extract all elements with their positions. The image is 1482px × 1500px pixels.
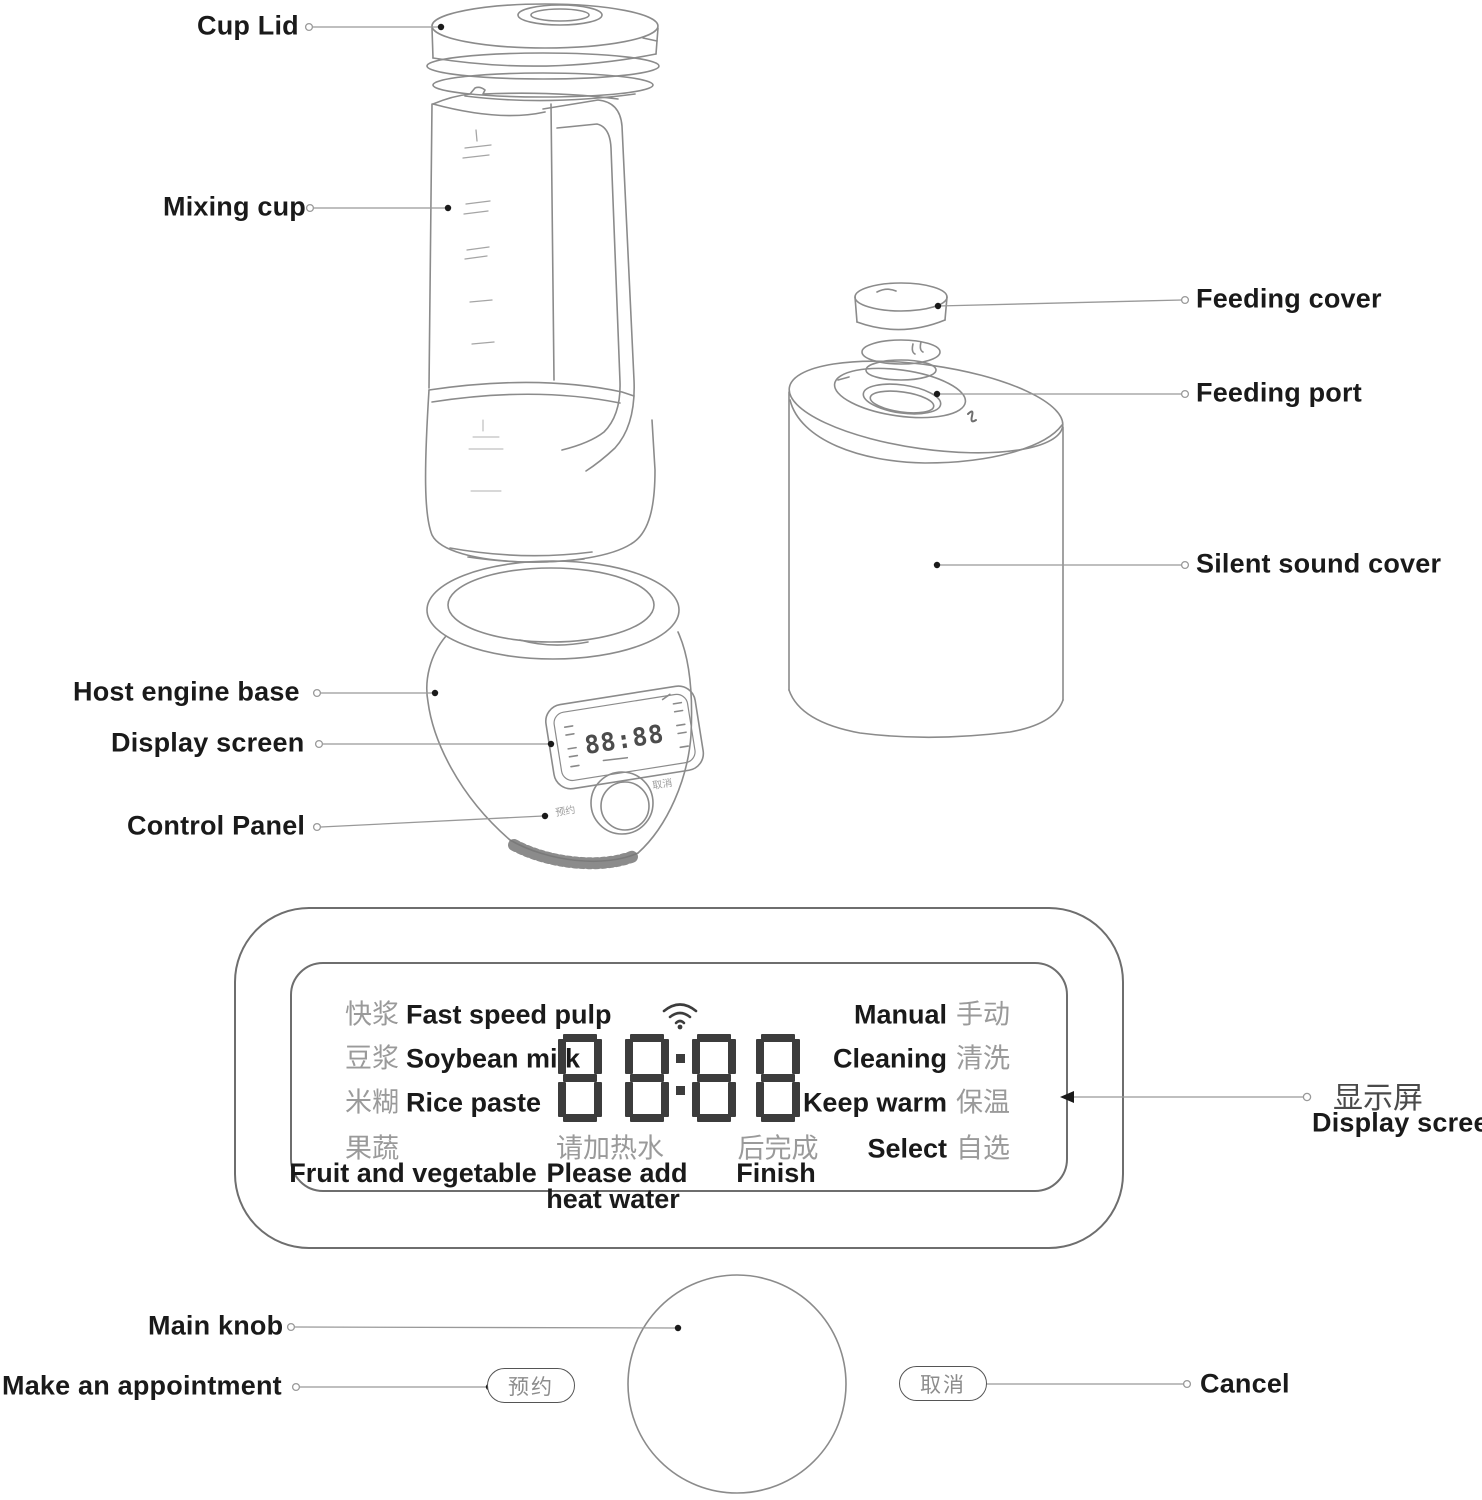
panel-mode-select: Select 自选 <box>867 1127 1010 1166</box>
panel-note-add-water-cn: 请加热水 <box>556 1133 664 1164</box>
silent-sound-cover-drawing <box>788 360 1064 739</box>
label-control-panel: Control Panel <box>127 810 306 841</box>
panel-mode-fruit-veg-cn: 果蔬 <box>345 1133 399 1164</box>
panel-mode-cn: 豆浆 <box>345 1043 399 1074</box>
panel-mode-en: Soybean milk <box>406 1043 581 1074</box>
base-hatch-texture <box>508 839 640 870</box>
panel-mode-cn: 清洗 <box>956 1043 1010 1074</box>
label-cancel: Cancel <box>1200 1368 1290 1399</box>
cancel-button-label: 取消 <box>920 1373 966 1397</box>
label-feeding-cover: Feeding cover <box>1196 283 1382 314</box>
panel-note-finish-en: Finish <box>736 1157 816 1188</box>
panel-note-finish-cn: 后完成 <box>737 1133 819 1164</box>
base-knob-drawing <box>590 771 654 835</box>
panel-mode-en: Cleaning <box>832 1043 947 1074</box>
appointment-button-label: 预约 <box>508 1375 554 1399</box>
base-appointment-mark: 预约 <box>554 803 576 819</box>
panel-mode-cleaning: Cleaning 清洗 <box>833 1037 1010 1076</box>
label-mixing-cup: Mixing cup <box>163 191 306 222</box>
label-cup-lid: Cup Lid <box>197 10 299 41</box>
label-host-engine-base: Host engine base <box>73 676 300 707</box>
label-silent-sound-cover: Silent sound cover <box>1196 548 1442 579</box>
label-display-screen: Display screen <box>111 727 305 758</box>
wifi-icon <box>662 1003 698 1030</box>
port-s-mark <box>967 410 977 423</box>
main-knob-drawing <box>627 1274 847 1494</box>
panel-mode-fruit-veg-en: Fruit and vegetable <box>289 1157 537 1188</box>
panel-note-add-water-en1: Please add <box>546 1157 688 1188</box>
base-display-drawing: 88:88 <box>545 685 705 790</box>
panel-mode-en: Rice paste <box>406 1087 542 1118</box>
label-display-screen-panel-en: Display screen <box>1312 1107 1482 1138</box>
panel-mode-manual: Manual 手动 <box>854 993 1010 1032</box>
leader-lines <box>286 22 1312 1392</box>
panel-mode-cn: 保温 <box>956 1087 1010 1118</box>
label-feeding-port: Feeding port <box>1196 377 1362 408</box>
panel-mode-en: Select <box>867 1133 947 1164</box>
panel-mode-cn: 米糊 <box>345 1087 399 1118</box>
cup-lid-drawing <box>426 3 660 102</box>
display-panel-outline <box>234 907 1124 1249</box>
label-make-appointment: Make an appointment <box>2 1370 282 1401</box>
panel-time-display <box>558 1034 800 1122</box>
panel-mode-cn: 快浆 <box>345 999 399 1030</box>
base-cancel-mark: 取消 <box>651 776 673 792</box>
panel-mode-keep-warm: Keep warm 保温 <box>803 1081 1010 1120</box>
feeding-cover-drawing <box>854 282 948 381</box>
base-display-time: 88:88 <box>582 719 666 760</box>
panel-note-add-water-en2: heat water <box>546 1183 680 1214</box>
panel-mode-en: Keep warm <box>802 1087 947 1118</box>
panel-mode-cn: 手动 <box>956 999 1010 1030</box>
host-engine-base-drawing: 88:88 预约 取消 <box>426 560 705 870</box>
appointment-button: 预约 <box>487 1368 575 1403</box>
cancel-button: 取消 <box>899 1366 987 1401</box>
label-display-screen-panel-cn: 显示屏 <box>1333 1082 1423 1116</box>
panel-mode-en: Manual <box>853 999 947 1030</box>
panel-mode-cn: 自选 <box>956 1133 1010 1164</box>
panel-mode-en: Fast speed pulp <box>406 999 612 1030</box>
label-main-knob: Main knob <box>148 1310 284 1341</box>
mixing-cup-drawing <box>424 86 656 563</box>
